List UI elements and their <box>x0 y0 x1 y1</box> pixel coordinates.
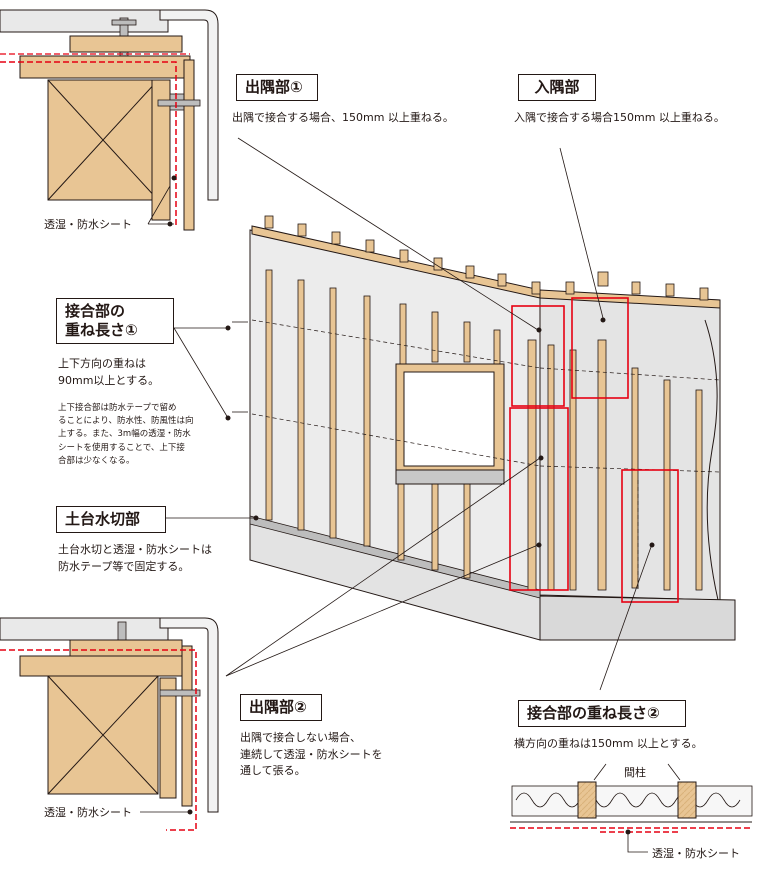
callout-overlap-1-title-line2: 重ね長さ① <box>65 320 138 339</box>
callout-overlap-2-desc: 横方向の重ねは150mm 以上とする。 <box>514 737 703 750</box>
callout-outer-corner-2-desc: 出隅で接合しない場合、 連続して透湿・防水シートを 通して張る。 <box>240 730 383 780</box>
note-line: シートを使用することで、上下接 <box>58 442 185 453</box>
callout-overlap-1-desc: 上下方向の重ねは 90mm以上とする。 <box>58 356 159 389</box>
sheet-label-top: 透湿・防水シート <box>44 218 132 231</box>
sill-desc-line1: 土台水切と透湿・防水シートは <box>58 543 212 556</box>
callout-overlap-1-note: 上下接合部は防水テープで留め ることにより、防水性、防風性は向 上する。また、3… <box>58 402 194 468</box>
callout-sill-flashing-desc: 土台水切と透湿・防水シートは 防水テープ等で固定する。 <box>58 542 212 575</box>
callout-outer-corner-1-title: 出隅部① <box>236 74 318 101</box>
sheet-label-plan: 透湿・防水シート <box>652 847 740 860</box>
corner-section-detail-top <box>0 9 219 231</box>
outer-2-desc-line3: 通して張る。 <box>240 764 306 777</box>
wall-illustration <box>165 137 736 691</box>
sheet-label-bottom: 透湿・防水シート <box>44 806 132 819</box>
outer-2-desc-line2: 連続して透湿・防水シートを <box>240 747 383 761</box>
callout-inner-corner-desc: 入隅で接合する場合150mm 以上重ねる。 <box>514 111 725 124</box>
callout-sill-flashing-title: 土台水切部 <box>56 506 166 533</box>
callout-overlap-1-title-line1: 接合部の <box>65 302 126 320</box>
callout-overlap-2-title: 接合部の重ね長さ② <box>518 700 686 727</box>
outer-2-desc-line1: 出隅で接合しない場合、 <box>240 731 361 744</box>
corner-section-detail-bottom <box>0 617 219 831</box>
note-line: 上下接合部は防水テープで留め <box>58 403 177 413</box>
note-line: ることにより、防水性、防風性は向 <box>58 416 194 427</box>
note-line: 合部は少なくなる。 <box>58 455 135 466</box>
callout-outer-corner-1-desc: 出隅で接合する場合、150mm 以上重ねる。 <box>232 111 454 124</box>
callout-inner-corner-title: 入隅部 <box>518 74 596 101</box>
callout-outer-corner-2-title: 出隅部② <box>240 694 322 721</box>
callout-overlap-1-title: 接合部の 重ね長さ① <box>56 298 174 344</box>
note-line: 上する。また、3m幅の透湿・防水 <box>58 429 191 440</box>
plan-overlap-detail <box>510 763 753 853</box>
callout-overlap-1-desc-line1: 上下方向の重ねは <box>58 357 146 370</box>
callout-overlap-1-desc-line2: 90mm以上とする。 <box>58 373 160 387</box>
stud-label: 間柱 <box>624 766 646 779</box>
sill-desc-line2: 防水テープ等で固定する。 <box>58 559 190 573</box>
